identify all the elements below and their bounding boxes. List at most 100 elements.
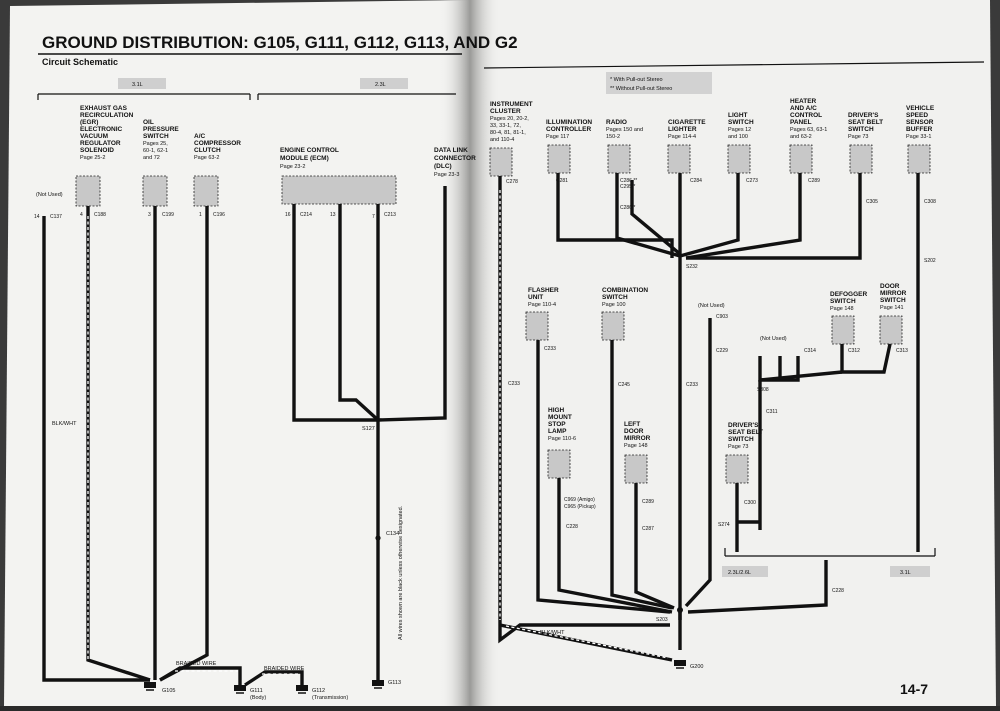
mirror-switch-label: DOOR MIRROR SWITCH Page 141 <box>880 283 907 311</box>
oil-pressure-switch-label: OIL PRESSURE SWITCH Pages 25, 60-1, 62-1… <box>143 119 179 161</box>
not-used-label-3: (Not Used) <box>760 336 787 342</box>
svg-text:Page 73: Page 73 <box>848 134 869 140</box>
svg-text:C228: C228 <box>832 588 844 594</box>
svg-text:RECIRCULATION: RECIRCULATION <box>80 112 134 119</box>
svg-text:A/C: A/C <box>194 133 206 140</box>
svg-text:C233: C233 <box>508 381 520 387</box>
svg-text:FLASHER: FLASHER <box>528 287 559 294</box>
svg-text:C281: C281 <box>556 178 568 184</box>
svg-text:G111: G111 <box>250 688 263 694</box>
splice-s203: S203 <box>656 617 668 623</box>
page-title: GROUND DISTRIBUTION: G105, G111, G112, G… <box>42 33 518 52</box>
svg-text:VEHICLE: VEHICLE <box>906 105 935 112</box>
left-door-mirror-box <box>624 454 648 484</box>
svg-text:60-1, 62-1: 60-1, 62-1 <box>143 148 168 154</box>
svg-text:Page 25-2: Page 25-2 <box>80 155 105 161</box>
svg-text:C300: C300 <box>744 500 756 506</box>
dlc-label: DATA LINK CONNECTOR (DLC) Page 23-3 <box>434 147 476 178</box>
svg-text:SENSOR: SENSOR <box>906 119 934 126</box>
ground-g200: G200 <box>674 660 703 670</box>
svg-text:CLUTCH: CLUTCH <box>194 147 221 154</box>
ac-compressor-clutch-label: A/C COMPRESSOR CLUTCH Page 63-2 <box>194 133 241 161</box>
svg-text:(DLC): (DLC) <box>434 163 452 170</box>
svg-text:All wires shown are black unle: All wires shown are black unless otherwi… <box>398 505 404 640</box>
svg-text:DOOR: DOOR <box>880 283 900 290</box>
svg-text:C289: C289 <box>808 178 820 184</box>
svg-text:80-4, 81, 81-1,: 80-4, 81, 81-1, <box>490 130 526 136</box>
braided-wire-1: BRAIDED WIRE <box>176 661 217 667</box>
svg-text:and 110-4: and 110-4 <box>490 137 514 143</box>
svg-text:Page 148: Page 148 <box>830 306 854 312</box>
svg-text:SWITCH: SWITCH <box>728 119 754 126</box>
svg-text:ENGINE CONTROL: ENGINE CONTROL <box>280 147 339 154</box>
svg-text:13: 13 <box>330 212 336 218</box>
svg-text:(Transmission): (Transmission) <box>312 695 348 701</box>
svg-text:4: 4 <box>80 212 83 218</box>
svg-text:DEFOGGER: DEFOGGER <box>830 291 868 298</box>
svg-text:REGULATOR: REGULATOR <box>80 140 121 147</box>
flasher-unit-label: FLASHER UNIT Page 110-4 <box>528 287 559 308</box>
svg-text:Page 63-2: Page 63-2 <box>194 155 219 161</box>
svg-text:C313: C313 <box>896 348 908 354</box>
svg-text:16: 16 <box>285 212 291 218</box>
chmsl-label: HIGH MOUNT STOP LAMP Page 110-6 <box>548 407 576 442</box>
svg-text:C903: C903 <box>716 314 728 320</box>
svg-text:Page 117: Page 117 <box>546 134 569 140</box>
ground-g113: G113 <box>372 680 401 689</box>
svg-text:HIGH: HIGH <box>548 407 565 414</box>
svg-text:SWITCH: SWITCH <box>848 126 874 133</box>
svg-text:HEATER: HEATER <box>790 98 817 105</box>
ecm-label: ENGINE CONTROL MODULE (ECM) Page 23-2 <box>280 147 339 170</box>
svg-text:C312: C312 <box>848 348 860 354</box>
svg-text:C229: C229 <box>716 348 728 354</box>
svg-text:7: 7 <box>372 214 375 220</box>
svg-text:SOLENOID: SOLENOID <box>80 147 114 154</box>
svg-text:UNIT: UNIT <box>528 294 543 301</box>
svg-text:C213: C213 <box>384 212 396 218</box>
svg-text:and 72: and 72 <box>143 155 160 161</box>
ground-g112: G112 (Transmission) <box>296 685 348 701</box>
splice-s308: S308 <box>757 387 769 393</box>
svg-text:CIGARETTE: CIGARETTE <box>668 119 706 126</box>
svg-text:33, 33-1, 72,: 33, 33-1, 72, <box>490 123 521 129</box>
vss-buffer-label: VEHICLE SPEED SENSOR BUFFER Page 33-1 <box>906 105 935 140</box>
svg-text:LIGHTER: LIGHTER <box>668 126 697 133</box>
cigarette-lighter-box <box>667 144 691 174</box>
svg-text:G105: G105 <box>162 688 175 694</box>
svg-text:C199: C199 <box>162 212 174 218</box>
splice-s232: S232 <box>686 264 698 270</box>
connector-c969: C969 (Amigo) <box>564 497 595 503</box>
svg-text:RADIO: RADIO <box>606 119 627 126</box>
svg-text:SPEED: SPEED <box>906 112 928 119</box>
svg-text:SWITCH: SWITCH <box>602 294 628 301</box>
egr-solenoid-label: EXHAUST GAS RECIRCULATION (EGR) ELECTRON… <box>80 105 134 161</box>
blk-wht-label-2: BLK/WHT <box>540 630 565 636</box>
illumination-controller-box <box>547 144 571 174</box>
svg-text:Pages 150 and: Pages 150 and <box>606 127 643 133</box>
hvac-panel-box <box>789 144 813 174</box>
svg-text:Page 100: Page 100 <box>602 302 626 308</box>
svg-text:C137: C137 <box>50 214 62 220</box>
chmsl-box <box>547 449 571 479</box>
egr-solenoid-box <box>75 175 101 207</box>
page-subtitle: Circuit Schematic <box>42 57 118 67</box>
svg-text:C286 *: C286 * <box>620 205 635 211</box>
mirror-switch-box <box>879 315 903 345</box>
stereo-note-1: * With Pull-out Stereo <box>610 77 663 83</box>
svg-text:Page 148: Page 148 <box>624 443 648 449</box>
svg-text:C311: C311 <box>766 409 778 415</box>
page-number: 14-7 <box>900 681 928 697</box>
ground-g111: G111 (Body) <box>234 685 266 701</box>
svg-text:C287: C287 <box>642 526 654 532</box>
svg-text:3: 3 <box>148 212 151 218</box>
ground-g105: G105 <box>144 682 175 694</box>
svg-text:MIRROR: MIRROR <box>880 290 907 297</box>
svg-text:Page 114-4: Page 114-4 <box>668 134 696 140</box>
svg-text:DRIVER'S: DRIVER'S <box>848 112 879 119</box>
svg-text:C228: C228 <box>566 524 578 530</box>
svg-text:SWITCH: SWITCH <box>143 133 169 140</box>
svg-text:Pages 25,: Pages 25, <box>143 141 168 147</box>
svg-text:C245: C245 <box>618 382 630 388</box>
svg-text:LIGHT: LIGHT <box>728 112 748 119</box>
svg-text:and 63-2: and 63-2 <box>790 134 812 140</box>
